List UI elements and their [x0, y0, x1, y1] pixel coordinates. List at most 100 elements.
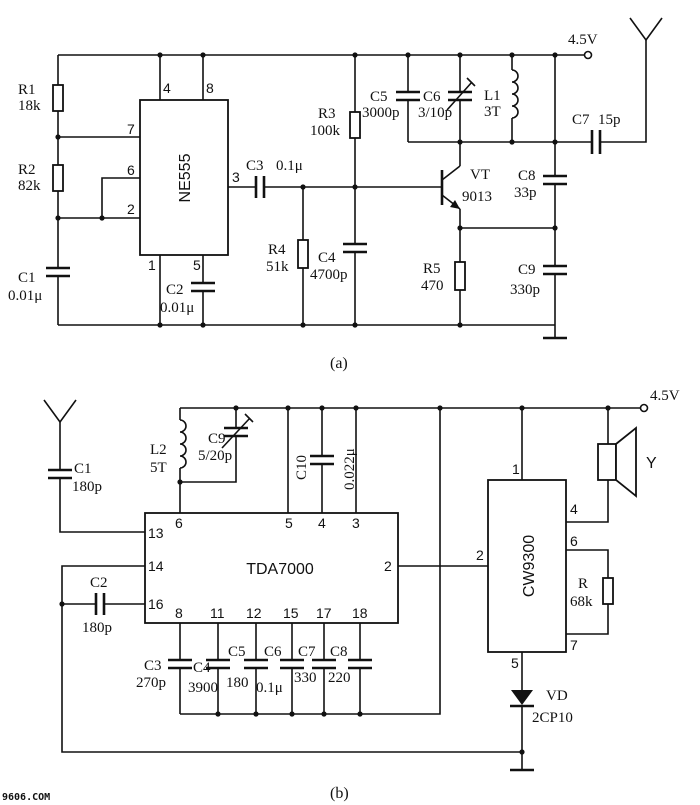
- c8b-value: 220: [328, 670, 351, 686]
- junction-dot: [157, 52, 163, 58]
- r2-value: 82k: [18, 178, 41, 194]
- junction-dot: [200, 52, 206, 58]
- c3b-label: C3: [144, 658, 162, 674]
- c10-label: C10: [294, 455, 310, 480]
- r3-label: R3: [318, 106, 336, 122]
- junction-dot: [605, 405, 611, 411]
- pin-label: 5: [193, 257, 201, 273]
- diode-icon: [511, 690, 533, 705]
- r1-value: 18k: [18, 98, 41, 114]
- r4-value: 51k: [266, 259, 289, 275]
- c2b-value: 180p: [82, 620, 112, 636]
- supply-terminal-a: [583, 50, 593, 60]
- c6b-label: C6: [264, 644, 282, 660]
- caption-b: (b): [330, 785, 349, 802]
- diagram-b: 4.5V C1 180p C2 180p TDA7000 6 5 4 3 13 …: [43, 388, 680, 802]
- junction-dot: [352, 184, 358, 190]
- c7-label: C7: [572, 112, 590, 128]
- c9b-value: 5/20p: [198, 448, 232, 464]
- junction-dot: [215, 711, 221, 717]
- c7b-label: C7: [298, 644, 316, 660]
- r3-value: 100k: [310, 123, 341, 139]
- r5-label: R5: [423, 261, 441, 277]
- junction-dot: [353, 405, 359, 411]
- c10-value: 0.022μ: [342, 448, 358, 490]
- wire-pin6-cw: [566, 549, 609, 578]
- pin-label: 4: [318, 515, 326, 531]
- c3b-value: 270p: [136, 675, 166, 691]
- junction-dot: [509, 139, 515, 145]
- wire: [180, 436, 237, 483]
- c7b-value: 330: [294, 670, 317, 686]
- junction-dot: [405, 52, 411, 58]
- pin-label: 12: [246, 605, 262, 621]
- trimmer-arrow: [221, 417, 251, 449]
- cw9300-chip: [487, 479, 567, 653]
- trimmer-arrow-tip: [466, 77, 476, 87]
- c4-value: 4700p: [310, 267, 348, 283]
- junction-dot: [321, 711, 327, 717]
- c6-label: C6: [423, 89, 441, 105]
- c6-value: 3/10p: [418, 105, 452, 121]
- c1b-value: 180p: [72, 479, 102, 495]
- antenna-b: [43, 399, 77, 424]
- cw9300-label: CW9300: [521, 535, 538, 597]
- ne555-label: NE555: [177, 153, 194, 202]
- l2-value: 5T: [150, 460, 167, 476]
- c6b-value: 0.1μ: [256, 680, 283, 696]
- r1-label: R1: [18, 82, 36, 98]
- pin-label: 6: [127, 162, 135, 178]
- junction-dot: [319, 405, 325, 411]
- wire-pin6: [101, 177, 140, 218]
- pin-label: 13: [148, 525, 164, 541]
- junction-dot: [457, 322, 463, 328]
- c3-label: C3: [246, 158, 264, 174]
- r2-label: R2: [18, 162, 36, 178]
- pin-label: 3: [352, 515, 360, 531]
- junction-dot: [200, 322, 206, 328]
- pin-label: 2: [476, 547, 484, 563]
- junction-dot: [437, 405, 443, 411]
- junction-dot: [552, 225, 558, 231]
- pin-label: 16: [148, 596, 164, 612]
- junction-dot: [552, 52, 558, 58]
- r4-label: R4: [268, 242, 286, 258]
- pin-label: 6: [175, 515, 183, 531]
- c7-value: 15p: [598, 112, 621, 128]
- vt-value: 9013: [462, 189, 492, 205]
- c8-label: C8: [518, 168, 536, 184]
- junction-dot: [233, 405, 239, 411]
- junction-dot: [285, 405, 291, 411]
- pin-label: 5: [285, 515, 293, 531]
- supply-label-b: 4.5V: [650, 388, 680, 404]
- pin-label: 15: [283, 605, 299, 621]
- trimmer-arrow: [446, 81, 473, 111]
- c5-value: 3000p: [362, 105, 400, 121]
- pin-label: 17: [316, 605, 332, 621]
- supply-label-a: 4.5V: [568, 32, 598, 48]
- c5b-value: 180: [226, 675, 249, 691]
- c9b-label: C9: [208, 431, 226, 447]
- resistor-r: [602, 577, 614, 605]
- junction-dot: [352, 322, 358, 328]
- wire-pin14-loop: [61, 565, 522, 753]
- c2b-label: C2: [90, 575, 108, 591]
- pin-label: 8: [175, 605, 183, 621]
- r-value: 68k: [570, 594, 593, 610]
- watermark: 9606.COM: [2, 792, 50, 803]
- pin-label: 3: [232, 169, 240, 185]
- wire-pin4-cw: [566, 480, 609, 523]
- vd-label: VD: [546, 688, 568, 704]
- c1-value: 0.01μ: [8, 288, 42, 304]
- l1-value: 3T: [484, 104, 501, 120]
- antenna-a: [629, 17, 663, 42]
- pin-label: 7: [127, 121, 135, 137]
- c2-value: 0.01μ: [160, 300, 194, 316]
- junction-dot: [99, 215, 105, 221]
- speaker-cone-icon: [615, 426, 637, 498]
- tda7000-chip: [144, 512, 399, 624]
- resistor-r1: [52, 84, 64, 112]
- caption-a: (a): [330, 355, 348, 372]
- ne555-chip: [139, 99, 229, 256]
- resistor-r3: [349, 111, 361, 139]
